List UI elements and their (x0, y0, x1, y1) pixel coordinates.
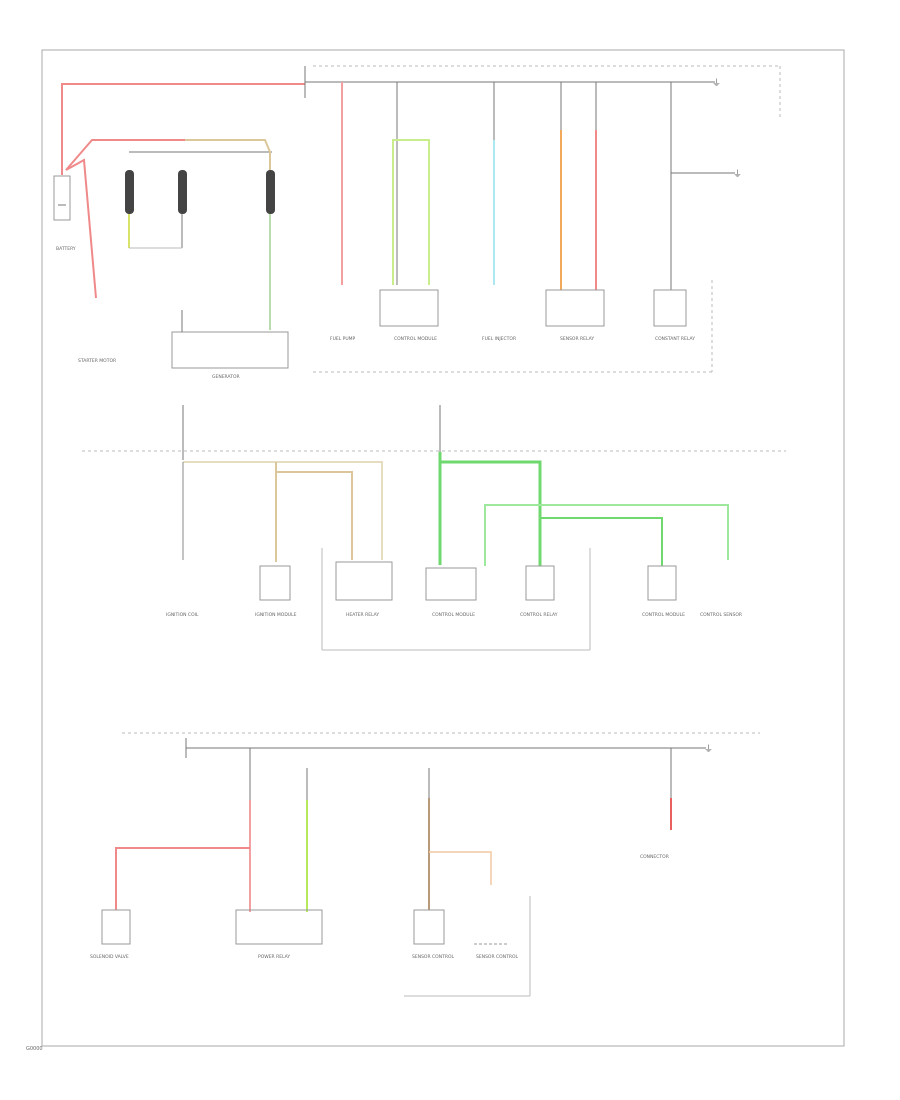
diagram-frame (41, 49, 845, 1047)
top-load-label-5: CONSTANT RELAY (655, 336, 695, 342)
footer-code: G0000 (26, 1046, 43, 1052)
generator: GENERATOR (171, 331, 289, 380)
mid-load-box-4 (425, 567, 477, 601)
bot-load-label-2: POWER RELAY (258, 954, 290, 960)
bot-peach-branch (429, 851, 492, 885)
mid-load-label-7: CONTROL SENSOR (700, 612, 742, 618)
bot-load-box-3 (413, 909, 445, 945)
bot-load-box-1 (101, 909, 131, 945)
top-yg-loop (392, 139, 430, 285)
top-load-box-2 (379, 289, 439, 327)
tan-fuse-wire (185, 139, 271, 170)
top-bus-ground-icon: ⏚ (712, 78, 721, 89)
mid-load-label-5: CONTROL RELAY (520, 612, 558, 618)
red-starter-feed (65, 158, 97, 299)
fusible-link-2 (178, 170, 187, 214)
bot-bus-ground-icon: ⏚ (704, 744, 713, 755)
mid-green-branch-2 (484, 504, 729, 566)
bot-load-label-5: CONNECTOR (640, 854, 669, 860)
mid-load-box-3 (335, 561, 393, 601)
starter-label: STARTER MOTOR (78, 358, 116, 364)
top-load-box-4 (545, 289, 605, 327)
mid-load-label-2: IGNITION MODULE (255, 612, 297, 618)
mid-load-label-6: CONTROL MODULE (642, 612, 685, 618)
top-load-label-3: FUEL INJECTOR (482, 336, 516, 342)
battery-label: BATTERY (56, 246, 76, 252)
mid-load-label-4: CONTROL MODULE (432, 612, 475, 618)
mid-load-box-5 (525, 565, 555, 601)
mid-green-branch-3 (540, 517, 663, 566)
bot-load-box-2 (235, 909, 323, 945)
bot-load-label-4: SENSOR CONTROL (476, 954, 518, 960)
mid-load-label-3: HEATER RELAY (346, 612, 379, 618)
bot-load-label-1: SOLENOID VALVE (90, 954, 129, 960)
red-battery-feed (61, 83, 305, 175)
top-load-label-4: SENSOR RELAY (560, 336, 594, 342)
top-load-label-2: CONTROL MODULE (394, 336, 437, 342)
battery: BATTERY (53, 175, 76, 252)
mid-load-box-6 (647, 565, 677, 601)
bot-red-branch (115, 847, 250, 910)
mid-tan-drop-2 (276, 471, 353, 560)
bot-load-label-3: SENSOR CONTROL (412, 954, 454, 960)
fusible-link-3 (266, 170, 275, 214)
mid-load-box-2 (259, 565, 291, 601)
red-fuse-feed (65, 139, 185, 171)
top-branch-ground-icon: ⏚ (733, 169, 742, 180)
generator-label: GENERATOR (212, 374, 240, 380)
mid-green-branch-1 (440, 460, 542, 566)
top-load-box-5 (653, 289, 687, 327)
fusible-link-1 (125, 170, 134, 214)
mid-tan-bus (183, 461, 383, 560)
top-load-label-1: FUEL PUMP (330, 336, 356, 342)
mid-load-label-1: IGNITION COIL (166, 612, 199, 618)
